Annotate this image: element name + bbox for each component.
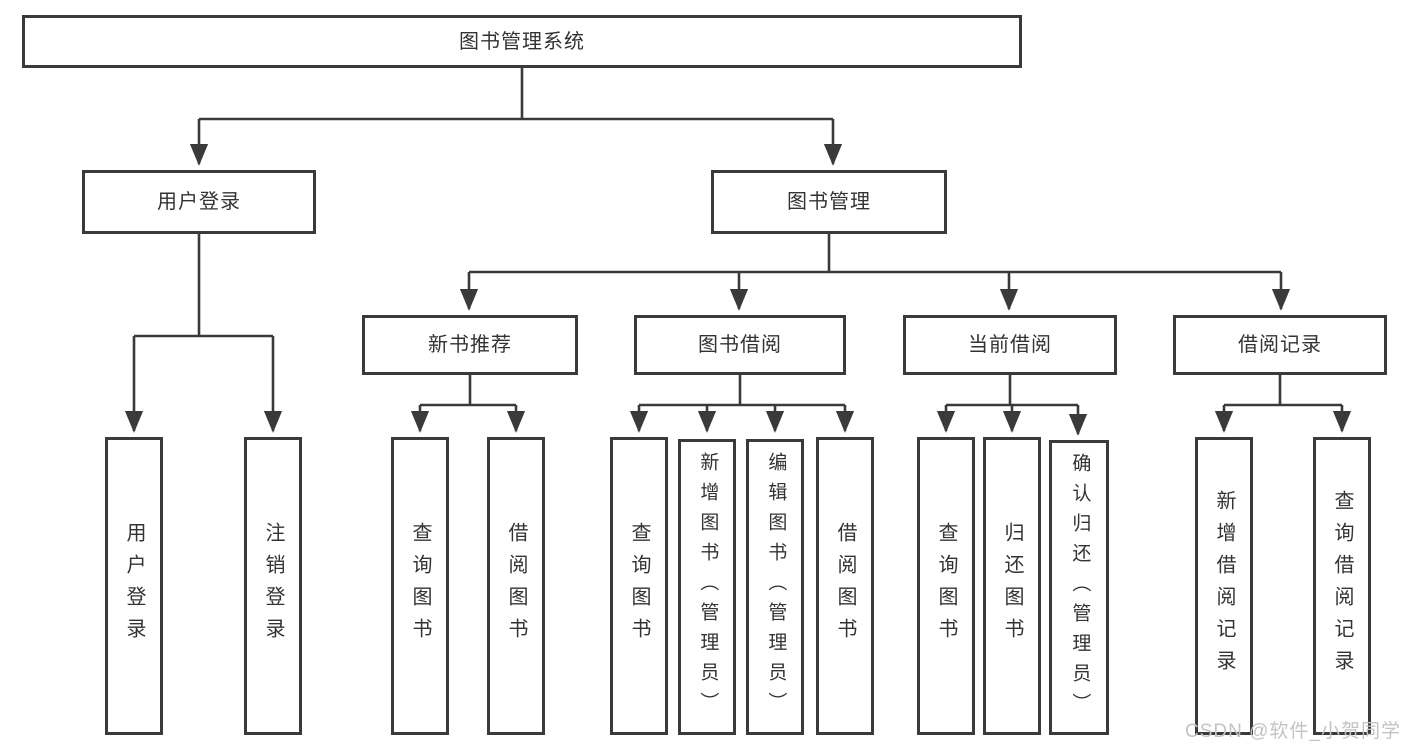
leaf-edit-book-admin: 编辑图书（管理员）	[746, 439, 804, 735]
leaf-return-book: 归还图书	[983, 437, 1041, 735]
leaf-current-query-book: 查询图书	[917, 437, 975, 735]
node-root: 图书管理系统	[22, 15, 1022, 68]
node-borrow-records: 借阅记录	[1173, 315, 1387, 375]
node-user-login: 用户登录	[82, 170, 316, 234]
leaf-logout: 注销登录	[244, 437, 302, 735]
leaf-confirm-return-admin: 确认归还（管理员）	[1049, 440, 1109, 735]
node-book-management: 图书管理	[711, 170, 947, 234]
node-current-borrow: 当前借阅	[903, 315, 1117, 375]
node-book-borrow: 图书借阅	[634, 315, 846, 375]
leaf-borrow-query-book: 查询图书	[610, 437, 668, 735]
csdn-watermark: CSDN @软件_小贺同学	[1185, 721, 1401, 742]
leaf-newbook-query-book: 查询图书	[391, 437, 449, 735]
leaf-query-borrow-record: 查询借阅记录	[1313, 437, 1371, 735]
leaf-borrow-book: 借阅图书	[816, 437, 874, 735]
leaf-newbook-borrow-book: 借阅图书	[487, 437, 545, 735]
node-new-book-recommend: 新书推荐	[362, 315, 578, 375]
leaf-user-login: 用户登录	[105, 437, 163, 735]
leaf-add-borrow-record: 新增借阅记录	[1195, 437, 1253, 735]
leaf-add-book-admin: 新增图书（管理员）	[678, 439, 736, 735]
